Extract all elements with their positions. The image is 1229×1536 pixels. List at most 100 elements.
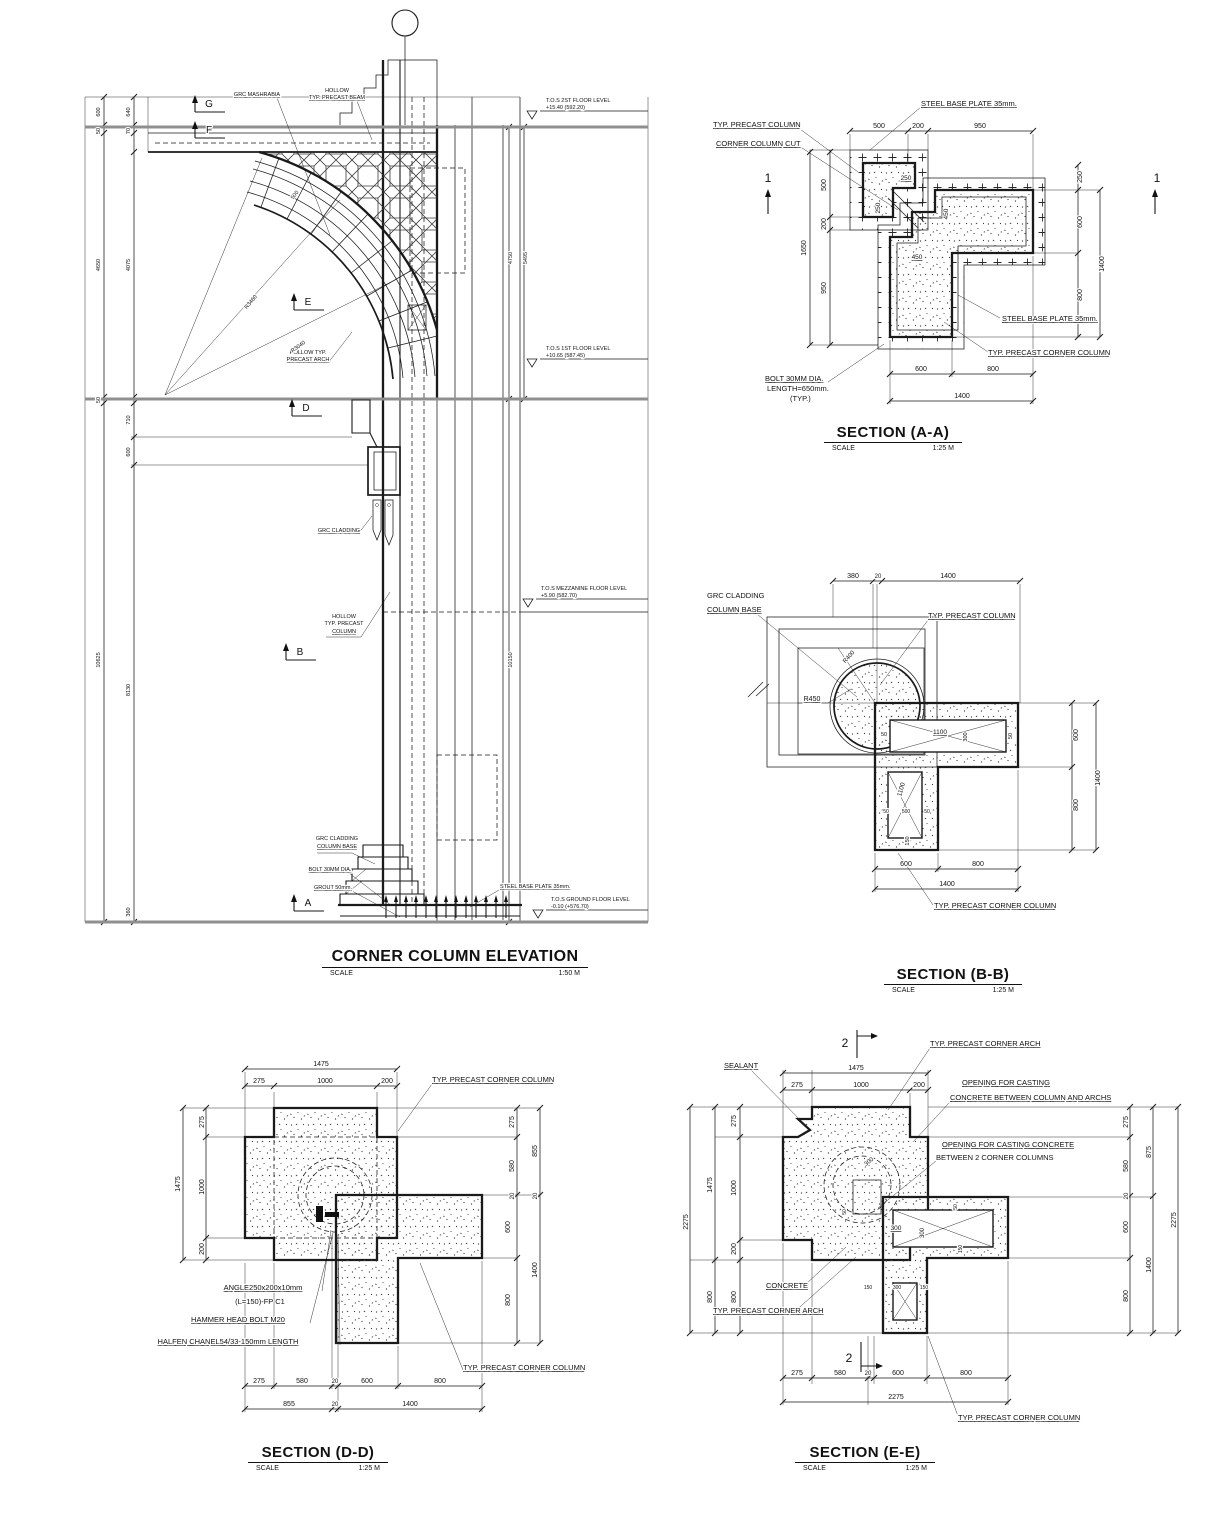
dimension-label: 800	[1077, 289, 1084, 301]
angle-label: ANGLE250x200x10mm	[224, 1283, 303, 1292]
dimension-label: 50	[883, 809, 889, 815]
hammer-bolt-label: HAMMER HEAD BOLT M20	[191, 1315, 285, 1324]
section-marker-d: D	[302, 403, 309, 414]
cut-mark-2: 2	[842, 1036, 849, 1050]
dimension-label: 10150	[508, 652, 514, 667]
dimension-label: 1400	[1095, 770, 1102, 786]
dimension-label: 500	[290, 190, 300, 201]
sealant-label: SEALANT	[724, 1061, 759, 1070]
section-marker-b: B	[297, 647, 304, 658]
grout-label: GROUT 50mm.	[314, 885, 353, 891]
scale-value: 1:50 M	[558, 970, 580, 977]
dimension-label: 275	[253, 1078, 265, 1085]
dimension-label: 1000	[731, 1180, 738, 1196]
dimension-label: 800	[987, 366, 999, 373]
dimension-label: 600	[1123, 1221, 1130, 1233]
dimension-label: 500	[873, 123, 885, 130]
dimension-label: 20	[865, 1371, 872, 1377]
elevation-titleblock: CORNER COLUMN ELEVATION SCALE 1:50 M	[322, 948, 588, 977]
dimension-label: 50	[924, 809, 930, 815]
section-ee-geometry	[686, 1030, 1182, 1417]
dimension-label: 250	[901, 175, 912, 182]
dimension-label: 855	[532, 1145, 539, 1157]
level-2nd: T.O.S 2ST FLOOR LEVEL	[546, 98, 610, 104]
dimension-label: 1000	[853, 1082, 869, 1089]
dimension-label: 300	[920, 1227, 926, 1238]
dimension-label: 20	[1124, 1192, 1130, 1199]
cladding-base-label: GRC CLADDING	[707, 591, 765, 600]
scale-value: 1:25 M	[992, 987, 1014, 994]
dimension-label: 300	[893, 1285, 902, 1291]
dimension-label: 360	[126, 907, 132, 916]
section-aa-drawing: STEEL BASE PLATE 35mm. TYP. PRECAST COLUM…	[712, 98, 1162, 405]
drawing-title: CORNER COLUMN ELEVATION	[322, 948, 588, 968]
dimension-label: 300	[891, 1225, 902, 1232]
dimension-label: 20	[332, 1402, 339, 1408]
cut-mark-2: 2	[846, 1351, 853, 1365]
base-plate-label: STEEL BASE PLATE 35mm.	[1002, 314, 1098, 323]
dimension-label: 1400	[1146, 1257, 1153, 1273]
drawing-title: SECTION (A-A)	[824, 424, 962, 443]
section-marker-f: F	[206, 125, 212, 136]
hollow-beam-label: HOLLOW	[325, 88, 350, 94]
dimension-label: 600	[1073, 729, 1080, 741]
bolt-label: (TYP.)	[790, 394, 811, 403]
dimension-label: 10625	[96, 652, 102, 667]
precast-column-label: TYP. PRECAST COLUMN	[928, 611, 1016, 620]
dimension-label: 580	[509, 1160, 516, 1172]
cut-mark-1: 1	[765, 171, 772, 185]
arch-radius: R3460	[244, 294, 259, 310]
dimension-label: 20	[533, 1192, 539, 1199]
drawing-title: SECTION (D-D)	[248, 1444, 388, 1463]
dimension-label: 800	[972, 861, 984, 868]
dimension-label: 2275	[683, 1214, 690, 1230]
dimension-label: 1100	[933, 729, 947, 736]
corner-column-label: TYP. PRECAST CORNER COLUMN	[432, 1075, 554, 1084]
corner-cut-label: CORNER COLUMN CUT	[716, 139, 801, 148]
opening-label: BETWEEN 2 CORNER COLUMNS	[936, 1153, 1054, 1162]
dimension-label: 800	[505, 1294, 512, 1306]
dimension-label: 1475	[707, 1177, 714, 1193]
dimension-label: 580	[1123, 1160, 1130, 1172]
dimension-label: 875	[1146, 1146, 1153, 1158]
section-dd-titleblock: SECTION (D-D) SCALE 1:25 M	[248, 1444, 388, 1472]
dimension-label: 250	[1077, 171, 1084, 183]
cut-mark-1: 1	[1154, 171, 1161, 185]
dimension-label: 500	[821, 179, 828, 191]
hollow-column-label: TYP. PRECAST	[324, 621, 364, 627]
concrete-label: CONCRETE	[766, 1281, 808, 1290]
corner-arch-label: TYP. PRECAST CORNER ARCH	[930, 1039, 1041, 1048]
bolt-label: BOLT 30MM DIA.	[309, 867, 352, 873]
dimension-label: 50	[96, 128, 102, 134]
dimension-label: 600	[900, 861, 912, 868]
hollow-column-label: COLUMN	[332, 629, 356, 635]
dimension-label: 150	[958, 1245, 964, 1254]
corner-column-label: TYP. PRECAST CORNER COLUMN	[988, 348, 1110, 357]
scale-value: 1:25 M	[358, 1465, 380, 1472]
dimension-label: 275	[791, 1370, 803, 1377]
level-1st: T.O.S 1ST FLOOR LEVEL	[546, 346, 610, 352]
level-mezz: T.O.S MEZZANINE FLOOR LEVEL	[541, 586, 627, 592]
precast-column-label: TYP. PRECAST COLUMN	[713, 120, 801, 129]
dimension-label: 580	[296, 1378, 308, 1385]
section-ee-titleblock: SECTION (E-E) SCALE 1:25 M	[795, 1444, 935, 1472]
dimension-label: 580	[834, 1370, 846, 1377]
dimension-label: 500	[902, 809, 911, 815]
section-bb-titleblock: SECTION (B-B) SCALE 1:25 M	[884, 966, 1022, 994]
hollow-column-label: HOLLOW	[332, 614, 357, 620]
level-ground-value: -0.10 (+576.70)	[551, 904, 589, 910]
angle-label: (L=150)-FP C1	[235, 1297, 285, 1306]
dimension-label: 200	[912, 123, 924, 130]
dimension-label: 600	[126, 447, 132, 456]
scale-label: SCALE	[330, 970, 353, 977]
base-plate-label: STEEL BASE PLATE 35mm.	[921, 99, 1017, 108]
dimension-label: 855	[283, 1401, 295, 1408]
level-ground: T.O.S GROUND FLOOR LEVEL	[551, 897, 630, 903]
grc-cladding-label: GRC CLADDING	[318, 528, 360, 534]
dimension-label: 800	[434, 1378, 446, 1385]
